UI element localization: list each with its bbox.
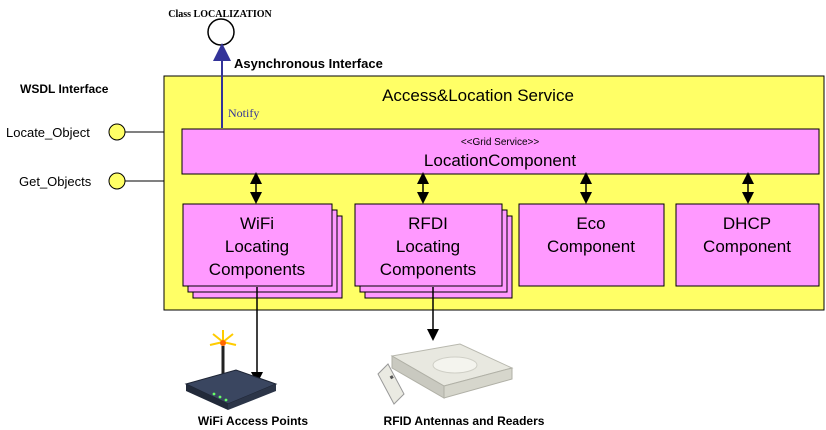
- component-label-line: WiFi: [240, 214, 274, 233]
- component-label-line: Eco: [576, 214, 605, 233]
- wsdl-interface-label: WSDL Interface: [20, 82, 109, 96]
- component-label-line: DHCP: [723, 214, 771, 233]
- interface-lollipop-icon: [108, 123, 126, 141]
- component-label-line: Locating: [225, 237, 289, 256]
- component-label-line: RFDI: [408, 214, 448, 233]
- component-label-line: Component: [703, 237, 791, 256]
- component-box: [518, 203, 665, 287]
- rfid-antennas-caption: RFID Antennas and Readers: [384, 414, 545, 428]
- dhcp-component: DHCP Component: [675, 203, 820, 287]
- operation-get-objects: Get_Objects: [19, 172, 164, 190]
- rfdi-locating-components: RFDI Locating Components: [354, 203, 513, 299]
- location-component-box: [181, 128, 820, 175]
- rfid-antenna-reader-icon: [377, 343, 514, 405]
- component-box: [354, 203, 503, 287]
- operation-label: Get_Objects: [19, 174, 92, 189]
- notify-label: Notify: [228, 106, 259, 120]
- operation-label: Locate_Object: [6, 125, 90, 140]
- location-component-stereotype: <<Grid Service>>: [461, 137, 540, 148]
- component-label-line: Components: [209, 260, 305, 279]
- operation-locate-object: Locate_Object: [6, 123, 164, 141]
- wifi-router-icon: [184, 330, 278, 410]
- component-box: [675, 203, 820, 287]
- eco-component: Eco Component: [518, 203, 665, 287]
- component-label-line: Components: [380, 260, 476, 279]
- component-label-line: Locating: [396, 237, 460, 256]
- component-label-line: Component: [547, 237, 635, 256]
- wifi-access-points-caption: WiFi Access Points: [198, 414, 308, 428]
- class-localization-label: Class LOCALIZATION: [168, 9, 272, 20]
- class-localization-interface-icon: [207, 18, 235, 46]
- service-title: Access&Location Service: [382, 86, 574, 105]
- interface-lollipop-icon: [108, 172, 126, 190]
- async-interface-label: Asynchronous Interface: [234, 56, 383, 71]
- wifi-locating-components: WiFi Locating Components: [182, 203, 343, 299]
- location-component-name: LocationComponent: [424, 151, 576, 170]
- component-box: [182, 203, 333, 287]
